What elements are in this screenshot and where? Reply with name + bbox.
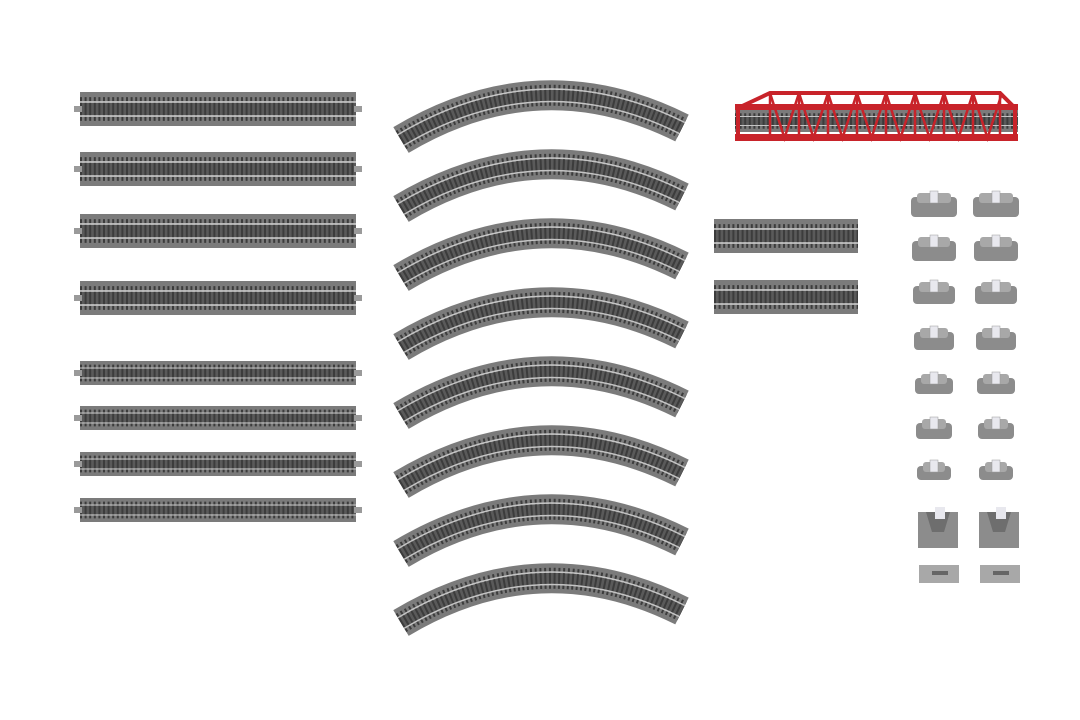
rail-joiner	[74, 228, 82, 234]
curved-track	[393, 218, 689, 291]
truss-member	[826, 92, 859, 143]
rail-joiner	[354, 461, 362, 467]
rail-joiner	[74, 166, 82, 172]
straight-track	[74, 498, 362, 522]
flat-pier	[980, 565, 1020, 583]
pier-clip	[929, 371, 939, 385]
rail-joiner	[354, 166, 362, 172]
bridge-bottom-chord	[735, 134, 1018, 141]
large-pier	[918, 507, 958, 548]
rail-joiner	[354, 228, 362, 234]
track-ties-center	[398, 227, 685, 283]
rail-joiner	[74, 370, 82, 376]
pier	[976, 325, 1016, 350]
curved-track	[393, 356, 689, 429]
short-straight-tracks	[714, 219, 858, 314]
straight-track	[74, 214, 362, 248]
truss-member	[855, 92, 888, 143]
rail-joiner	[354, 415, 362, 421]
rail-joiner	[74, 415, 82, 421]
pier	[916, 416, 952, 439]
rail-joiner	[74, 507, 82, 513]
pier	[974, 234, 1018, 261]
truss-member	[942, 92, 975, 143]
pier-clip	[929, 234, 939, 248]
rail-joiner	[74, 461, 82, 467]
track-ties-center	[398, 296, 685, 352]
truss-member	[971, 92, 1004, 143]
pier	[912, 234, 956, 261]
pier-clip	[996, 507, 1006, 519]
pier	[973, 190, 1019, 217]
curved-track	[393, 80, 689, 153]
truss-member	[884, 92, 917, 143]
pier-clip	[929, 325, 939, 339]
pier-clip	[935, 507, 945, 519]
pier	[979, 459, 1013, 480]
pier-clip	[991, 190, 1001, 204]
pier	[977, 371, 1015, 394]
pier	[978, 416, 1014, 439]
straight-track	[74, 281, 362, 315]
pier-clip	[991, 279, 1001, 293]
truss-bridge	[735, 91, 1018, 143]
pier-clip	[929, 190, 939, 204]
pier	[911, 190, 957, 217]
pier-clip	[929, 279, 939, 293]
large-pier	[979, 507, 1019, 548]
straight-track	[74, 452, 362, 476]
pier	[915, 371, 953, 394]
truss-member	[913, 92, 946, 143]
curved-track	[393, 149, 689, 222]
track-ties-center	[398, 434, 685, 490]
track-ties-center	[398, 503, 685, 559]
pier	[914, 325, 954, 350]
truss-member	[797, 92, 830, 143]
track-ties-center	[398, 158, 685, 214]
pier-clip	[991, 325, 1001, 339]
track-ties-center	[398, 572, 685, 628]
straight-tracks	[74, 92, 362, 522]
curved-track	[393, 425, 689, 498]
pier-clip	[929, 416, 939, 430]
straight-track	[74, 361, 362, 385]
straight-track	[74, 152, 362, 186]
rail-joiner	[354, 370, 362, 376]
truss-member	[768, 92, 801, 143]
straight-track	[74, 92, 362, 126]
track-ties-center	[398, 89, 685, 145]
track-ties-center	[398, 365, 685, 421]
rail-joiner	[74, 106, 82, 112]
straight-track	[74, 406, 362, 430]
rail-joiner	[354, 507, 362, 513]
pier	[917, 459, 951, 480]
pier-slot	[932, 571, 948, 575]
curved-track	[393, 494, 689, 567]
rail-joiner	[354, 295, 362, 301]
pier-slot	[993, 571, 1009, 575]
curved-track	[393, 563, 689, 636]
bridge-piers	[911, 190, 1020, 583]
pier-clip	[991, 234, 1001, 248]
rail-joiner	[74, 295, 82, 301]
pier-clip	[991, 416, 1001, 430]
bridge-side-rail	[735, 104, 1018, 110]
pier-clip	[929, 459, 939, 473]
curved-tracks	[393, 80, 689, 636]
rail-joiner	[354, 106, 362, 112]
pier	[913, 279, 955, 304]
pier-clip	[991, 371, 1001, 385]
pier	[975, 279, 1017, 304]
flat-pier	[919, 565, 959, 583]
pier-clip	[991, 459, 1001, 473]
curved-track	[393, 287, 689, 360]
